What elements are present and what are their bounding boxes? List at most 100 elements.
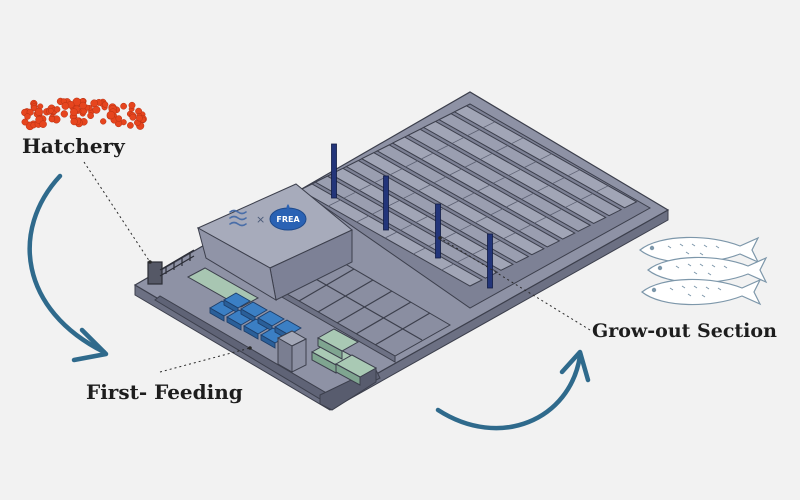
- blue-tank-side: [260, 334, 276, 349]
- water-waves-icon: [229, 209, 247, 227]
- grow-out-pillars: [331, 143, 493, 289]
- fish-egg: [129, 113, 137, 121]
- raceway-divider: [596, 185, 609, 193]
- raceway-divider: [451, 137, 465, 144]
- raceway-divider: [418, 184, 431, 192]
- raceway-divider: [567, 169, 581, 177]
- fish-egg: [79, 101, 87, 110]
- fish-egg: [136, 114, 143, 122]
- fish-egg: [24, 113, 31, 120]
- raceway-divider: [505, 200, 519, 208]
- fish-egg: [90, 99, 99, 108]
- raceway-divider: [456, 255, 470, 263]
- raceway-divider: [490, 208, 503, 216]
- raceway-divider: [343, 191, 356, 199]
- first-feeding-tanks: [209, 292, 302, 349]
- pillar: [487, 233, 493, 289]
- hatchery-rack: [147, 249, 195, 285]
- raceway-divider: [449, 168, 462, 176]
- raceway-divider: [580, 193, 593, 200]
- raceway-divider: [444, 232, 457, 239]
- raceway-divider: [384, 231, 398, 239]
- building-front: [197, 226, 277, 302]
- raceway-divider: [462, 192, 475, 200]
- raceway-divider: [482, 121, 496, 129]
- blue-tank-side: [209, 307, 225, 322]
- raceway-divider: [474, 216, 488, 224]
- fish-egg: [60, 110, 68, 118]
- raceway-divider: [503, 232, 516, 240]
- logo-text: FREA: [276, 215, 300, 224]
- feeding-leader-dot: [248, 346, 252, 350]
- logo-separator: ×: [256, 213, 265, 226]
- growout-leader-line: [439, 237, 591, 331]
- hatchery-label: Hatchery: [22, 134, 125, 158]
- raceway-divider: [467, 129, 480, 136]
- raceway-divider: [446, 200, 459, 208]
- raceway-divider: [493, 176, 506, 184]
- raceway-divider: [495, 145, 508, 152]
- raceway-divider: [565, 201, 578, 208]
- green-tank-side: [335, 363, 361, 386]
- raceway-divider: [536, 185, 550, 192]
- raceway-divider: [518, 224, 532, 232]
- logo-drop-icon: [286, 204, 290, 210]
- fish-egg: [128, 101, 136, 109]
- raceway-divider: [359, 184, 372, 191]
- fish-egg: [87, 112, 94, 120]
- fish-egg: [47, 107, 54, 114]
- blue-tank-side: [243, 325, 259, 340]
- filter-column-side2: [291, 338, 307, 373]
- raceway-divider: [371, 207, 385, 215]
- first-feeding-label: First- Feeding: [86, 380, 243, 404]
- green-holding-tanks: [310, 328, 378, 386]
- raceway-divider: [400, 223, 413, 231]
- fish-egg: [127, 122, 134, 129]
- fish-egg: [102, 101, 109, 108]
- cell-wall: [306, 273, 423, 341]
- raceway-divider: [511, 137, 524, 145]
- raceway-divider: [356, 215, 369, 223]
- fish-egg: [106, 110, 116, 120]
- raceway-divider: [389, 168, 403, 176]
- fish-egg: [61, 102, 70, 110]
- flow-arrow-hatchery-to-feeding: [27, 173, 109, 363]
- green-tank-side: [317, 337, 343, 360]
- raceway-divider: [477, 184, 490, 192]
- fish-eggs-icon: [21, 97, 147, 131]
- raceway-divider: [472, 248, 485, 255]
- fish-egg: [53, 106, 61, 113]
- hatchery-leader-dot: [148, 260, 152, 264]
- pillar: [331, 143, 337, 199]
- raceway-divider: [552, 177, 565, 184]
- grow-out-label: Grow-out Section: [592, 320, 777, 342]
- fish-egg: [100, 118, 107, 125]
- raceway-divider: [441, 263, 454, 271]
- blue-tank-side: [226, 316, 242, 331]
- raceway-divider: [387, 200, 400, 207]
- cell-partitions: [298, 268, 431, 346]
- raceway-divider: [523, 161, 537, 168]
- raceway-divider: [436, 144, 449, 152]
- fish-egg: [34, 107, 43, 116]
- brand-logo: × FREA: [229, 204, 307, 231]
- hatchery-leader-line: [83, 161, 151, 263]
- trout-fish-icon: [639, 236, 768, 306]
- fish-egg: [48, 115, 56, 123]
- feeding-leader-line: [159, 347, 251, 373]
- raceway-divider: [328, 199, 341, 207]
- raceway-divider: [480, 153, 493, 160]
- pillar: [383, 175, 389, 231]
- raceway-divider: [420, 152, 434, 160]
- fish-egg: [115, 115, 123, 122]
- raceway-divider: [539, 153, 552, 161]
- raceway-divider: [521, 192, 534, 200]
- raceway-divider: [464, 160, 478, 168]
- growout-leader-dot: [438, 236, 442, 240]
- raceway-divider: [413, 247, 426, 255]
- fish-egg: [21, 118, 29, 126]
- fish-egg: [70, 108, 78, 116]
- pillar: [435, 203, 441, 259]
- facility-model: × FREA: [133, 91, 670, 411]
